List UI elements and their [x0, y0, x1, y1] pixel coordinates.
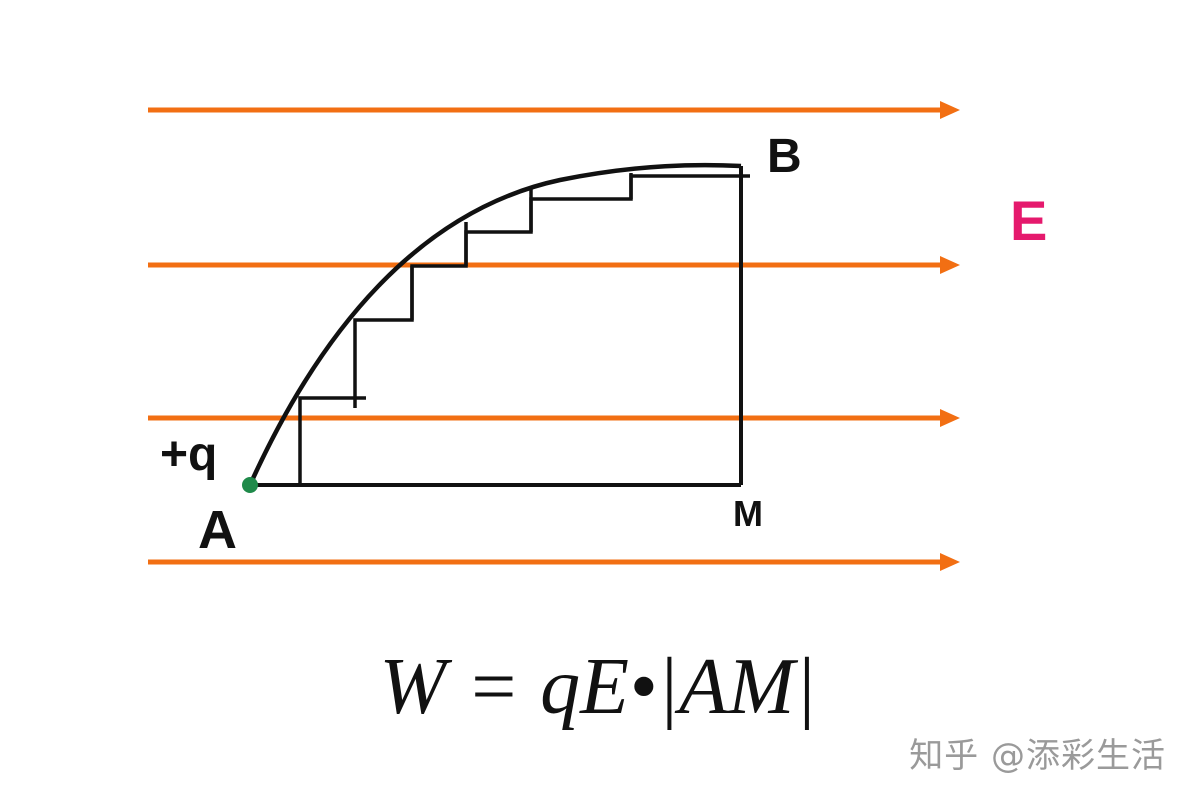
curved-path-ab — [247, 162, 742, 486]
staircase-path — [298, 174, 750, 485]
label-point-b: B — [767, 130, 802, 183]
field-line-4-arrowhead — [940, 553, 960, 571]
watermark: 知乎 @添彩生活 — [909, 736, 1166, 776]
field-line-2-arrowhead — [940, 256, 960, 274]
field-line-1-arrowhead — [940, 101, 960, 119]
charge-dot — [242, 477, 258, 493]
field-diagram: +q A B M E — [148, 101, 1047, 571]
work-formula: W = qE•|AM| — [379, 643, 817, 731]
label-point-a: A — [198, 500, 237, 560]
label-point-m: M — [733, 493, 763, 534]
path-a-m-b — [250, 166, 743, 487]
field-line-3-arrowhead — [940, 409, 960, 427]
label-field-e: E — [1010, 189, 1047, 252]
label-charge: +q — [160, 428, 217, 481]
field-lines — [148, 101, 960, 571]
